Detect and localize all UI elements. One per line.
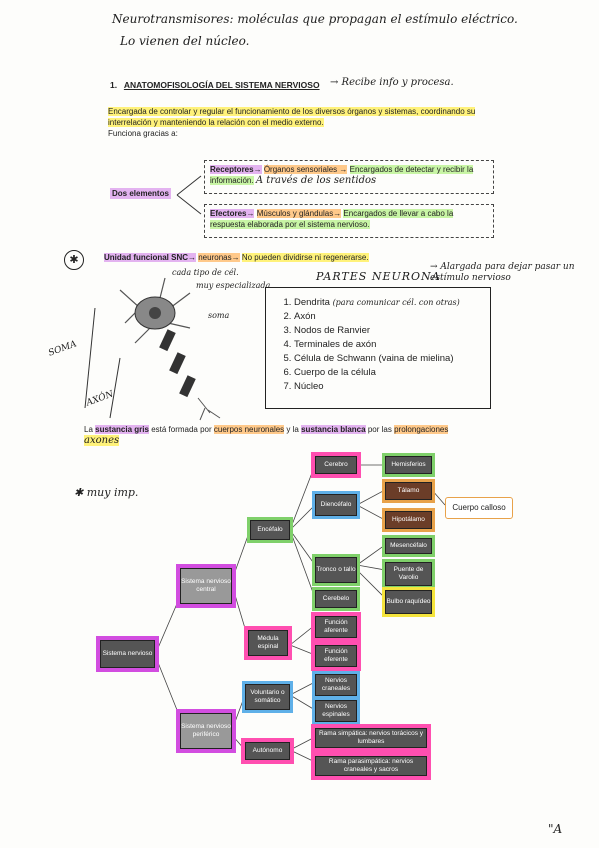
section-title: ANATOMOFISOLOGÍA DEL SISTEMA NERVIOSO xyxy=(123,80,320,90)
node-rama-parasimpatica: Rama parasimpática: nervios craneales y … xyxy=(315,756,427,776)
section-side-note: → Recibe info y procesa. xyxy=(330,77,454,88)
cuerpos-neuronales: cuerpos neuronales xyxy=(213,425,285,434)
node-cerebro: Cerebro xyxy=(315,456,357,474)
neuron-drawing xyxy=(84,277,221,421)
receptores-mid: Órganos sensoriales → xyxy=(263,165,348,174)
efectores-mid: Músculos y glándulas→ xyxy=(256,209,342,218)
sustancia-blanca: sustancia blanca xyxy=(301,425,366,434)
node-talamo: Tálamo xyxy=(385,482,432,500)
node-nervios-espinales: Nervios espinales xyxy=(315,700,357,722)
header-line-2: Lo vienen del núcleo. xyxy=(120,34,250,48)
node-funcion-aferente: Función aferente xyxy=(315,616,357,638)
neurona-title-note: → Alargada para dejar pasar un estímulo … xyxy=(430,262,575,283)
parte-item: Cuerpo de la célula xyxy=(294,366,480,380)
partes-neurona-box: Dendrita (para comunicar cél. con otras)… xyxy=(265,287,491,409)
node-cuerpo-calloso: Cuerpo calloso xyxy=(445,497,513,519)
receptores-note: A través de los sentidos xyxy=(255,175,377,186)
muy-imp-note: ✱ muy imp. xyxy=(74,486,139,499)
node-cerebelo: Cerebelo xyxy=(315,590,357,608)
receptores-label: Receptores→ xyxy=(210,165,262,174)
node-medula: Médula espinal xyxy=(248,630,288,656)
node-voluntario: Voluntario o somático xyxy=(245,684,290,710)
unidad-mid: neuronas→ xyxy=(198,253,240,262)
parte-item: Célula de Schwann (vaina de mielina) xyxy=(294,352,480,366)
efectores-box: Efectores→ Músculos y glándulas→ Encarga… xyxy=(204,204,494,238)
node-autonomo: Autónomo xyxy=(245,742,290,760)
section-title-row: 1. ANATOMOFISOLOGÍA DEL SISTEMA NERVIOSO xyxy=(110,80,320,90)
dos-elementos-label: Dos elementos xyxy=(110,188,171,199)
dendrita-note: (para comunicar cél. con otras) xyxy=(332,298,460,307)
sustancia-gris: sustancia gris xyxy=(95,425,149,434)
node-hemisferios: Hemisferios xyxy=(385,456,432,474)
page-mark: "A xyxy=(548,822,563,836)
parte-item: Núcleo xyxy=(294,380,480,394)
dos-elementos-brace xyxy=(176,175,202,215)
star-circle: ✱ xyxy=(64,250,84,270)
intro-highlighted: Encargada de controlar y regular el func… xyxy=(108,107,476,127)
header-line-1: Neurotransmisores: moléculas que propaga… xyxy=(112,12,518,26)
node-snp: Sistema nervioso periférico xyxy=(180,713,232,749)
sustancia-text: La sustancia gris está formada por cuerp… xyxy=(84,425,449,446)
node-mesencefalo: Mesencéfalo xyxy=(385,538,432,554)
parte-item: Terminales de axón xyxy=(294,338,480,352)
parte-item: Dendrita (para comunicar cél. con otras) xyxy=(294,296,480,310)
node-encefalo: Encéfalo xyxy=(250,520,290,540)
neuron-note-1: cada tipo de cél. xyxy=(172,268,239,277)
receptores-box: Receptores→ Órganos sensoriales → Encarg… xyxy=(204,160,494,194)
node-sistema-nervioso: Sistema nervioso xyxy=(100,640,155,668)
node-nervios-craneales: Nervios craneales xyxy=(315,674,357,696)
node-bulbo: Bulbo raquídeo xyxy=(385,590,432,614)
parte-item: Axón xyxy=(294,310,480,324)
node-diencefalo: Diencéfalo xyxy=(315,494,357,516)
partes-list: Dendrita (para comunicar cél. con otras)… xyxy=(276,296,480,394)
neuron-note-2: muy especializada xyxy=(196,281,271,290)
node-snc: Sistema nervioso central xyxy=(180,568,232,604)
node-tronco: Tronco o tallo xyxy=(315,557,357,583)
unidad-end: No pueden dividirse ni regenerarse. xyxy=(241,253,369,262)
axones-note: axones xyxy=(84,435,120,446)
node-hipotalamo: Hipotálamo xyxy=(385,511,432,529)
efectores-label: Efectores→ xyxy=(210,209,255,218)
unidad-row: Unidad funcional SNC→ neuronas→ No puede… xyxy=(104,252,369,263)
prolongaciones: prolongaciones xyxy=(394,425,449,434)
node-rama-simpatica: Rama simpática: nervios torácicos y lumb… xyxy=(315,728,427,748)
section-number: 1. xyxy=(110,80,118,90)
parte-item: Nodos de Ranvier xyxy=(294,324,480,338)
dendrites xyxy=(119,277,191,344)
star-icon: ✱ xyxy=(69,254,79,266)
node-funcion-eferente: Función eferente xyxy=(315,645,357,667)
intro-plain: Funciona gracias a: xyxy=(108,129,178,138)
label-soma-small: soma xyxy=(208,311,230,320)
neurona-title: PARTES NEURONA xyxy=(316,270,441,283)
unidad-label: Unidad funcional SNC→ xyxy=(104,253,196,262)
intro-text: Encargada de controlar y regular el func… xyxy=(108,106,498,139)
node-puente: Puente de Varolio xyxy=(385,562,432,586)
